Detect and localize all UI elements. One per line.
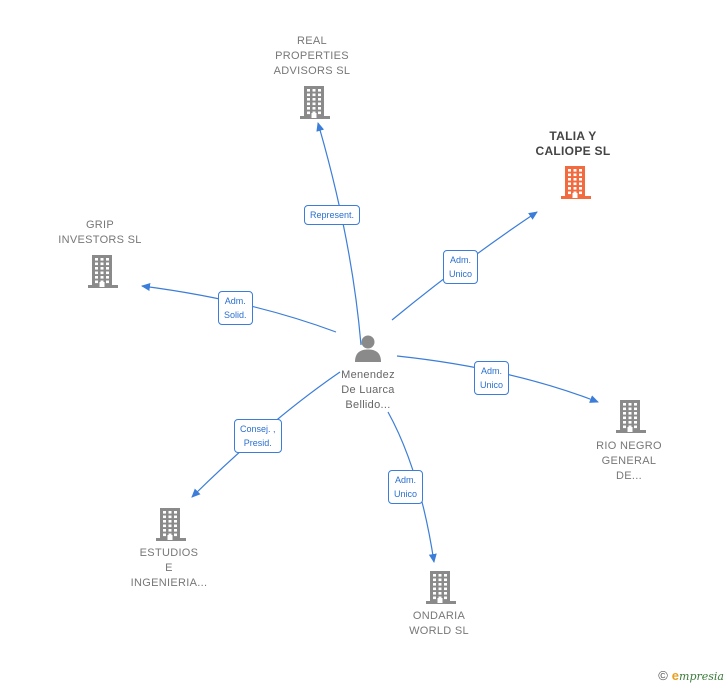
building-icon-real-properties[interactable]: [298, 84, 332, 125]
company-label-grip[interactable]: GRIP INVESTORS SL: [58, 219, 142, 246]
person-node[interactable]: [353, 333, 383, 363]
building-icon-ondaria[interactable]: [424, 569, 458, 610]
building-icon: [426, 571, 456, 604]
building-icon: [300, 86, 330, 119]
building-icon: [616, 400, 646, 433]
building-icon-estudios[interactable]: [154, 506, 188, 547]
edge-real-properties: [316, 122, 362, 346]
building-icon: [88, 255, 118, 288]
building-icon: [156, 508, 186, 541]
person-label[interactable]: Menendez De Luarca Bellido...: [341, 369, 395, 411]
building-icon-grip[interactable]: [86, 253, 120, 294]
company-label-real-properties[interactable]: REAL PROPERTIES ADVISORS SL: [273, 35, 351, 77]
copyright-symbol: ©: [658, 668, 668, 683]
relation-label-real-properties[interactable]: Represent.: [304, 205, 361, 225]
company-label-rio-negro[interactable]: RIO NEGRO GENERAL DE...: [596, 440, 662, 482]
relation-label-rio-negro[interactable]: Adm. Unico: [474, 361, 510, 395]
empresia-logo: empresia: [671, 668, 724, 683]
relation-label-grip[interactable]: Adm. Solid.: [218, 291, 253, 325]
company-label-estudios[interactable]: ESTUDIOS E INGENIERIA...: [130, 547, 208, 589]
relation-label-ondaria[interactable]: Adm. Unico: [388, 470, 424, 504]
building-icon-rio-negro[interactable]: [614, 398, 648, 439]
person-icon: [355, 335, 381, 362]
building-icon: [561, 166, 591, 199]
building-icon-talia[interactable]: [559, 164, 593, 205]
relation-label-talia[interactable]: Adm. Unico: [443, 250, 479, 284]
footer-brand[interactable]: © empresia: [658, 668, 724, 683]
company-label-talia[interactable]: TALIA Y CALIOPE SL: [535, 129, 611, 158]
company-label-ondaria[interactable]: ONDARIA WORLD SL: [409, 610, 469, 637]
relation-label-estudios[interactable]: Consej. , Presid.: [234, 419, 282, 453]
